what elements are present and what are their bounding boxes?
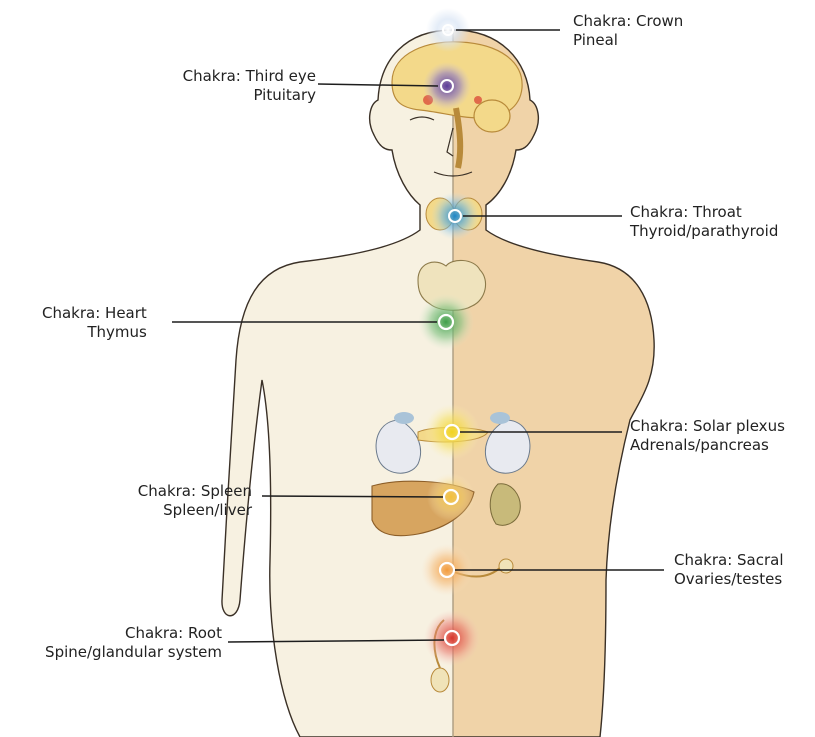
adrenal-left bbox=[394, 412, 414, 424]
leader-line-spleen bbox=[262, 496, 443, 497]
label-root: Chakra: Root Spine/glandular system bbox=[45, 624, 222, 662]
cerebellum bbox=[474, 100, 510, 132]
chakra-name: Chakra: Third eye bbox=[183, 67, 316, 86]
gland-name: Pituitary bbox=[183, 86, 316, 105]
gland-name: Thymus bbox=[42, 323, 147, 342]
label-solar-plexus: Chakra: Solar plexus Adrenals/pancreas bbox=[630, 417, 785, 455]
chakra-name: Chakra: Heart bbox=[42, 304, 147, 323]
chakra-name: Chakra: Solar plexus bbox=[630, 417, 785, 436]
chakra-name: Chakra: Throat bbox=[630, 203, 778, 222]
chakra-name: Chakra: Sacral bbox=[674, 551, 784, 570]
chakra-name: Chakra: Root bbox=[45, 624, 222, 643]
gland-name: Adrenals/pancreas bbox=[630, 436, 785, 455]
gland-name: Spleen/liver bbox=[138, 501, 252, 520]
label-throat: Chakra: Throat Thyroid/parathyroid bbox=[630, 203, 778, 241]
gland-name: Spine/glandular system bbox=[45, 643, 222, 662]
label-crown: Chakra: Crown Pineal bbox=[573, 12, 683, 50]
chakra-name: Chakra: Spleen bbox=[138, 482, 252, 501]
gland-name: Thyroid/parathyroid bbox=[630, 222, 778, 241]
label-heart: Chakra: Heart Thymus bbox=[42, 304, 147, 342]
pineal-dot bbox=[474, 96, 482, 104]
body-left-half bbox=[222, 30, 453, 737]
root-chakra-icon bbox=[424, 610, 480, 666]
body-right-half bbox=[453, 30, 654, 737]
label-sacral: Chakra: Sacral Ovaries/testes bbox=[674, 551, 784, 589]
adrenal-right bbox=[490, 412, 510, 424]
label-third-eye: Chakra: Third eye Pituitary bbox=[183, 67, 316, 105]
chakra-name: Chakra: Crown bbox=[573, 12, 683, 31]
label-spleen: Chakra: Spleen Spleen/liver bbox=[138, 482, 252, 520]
gland-name: Ovaries/testes bbox=[674, 570, 784, 589]
gland-name: Pineal bbox=[573, 31, 683, 50]
